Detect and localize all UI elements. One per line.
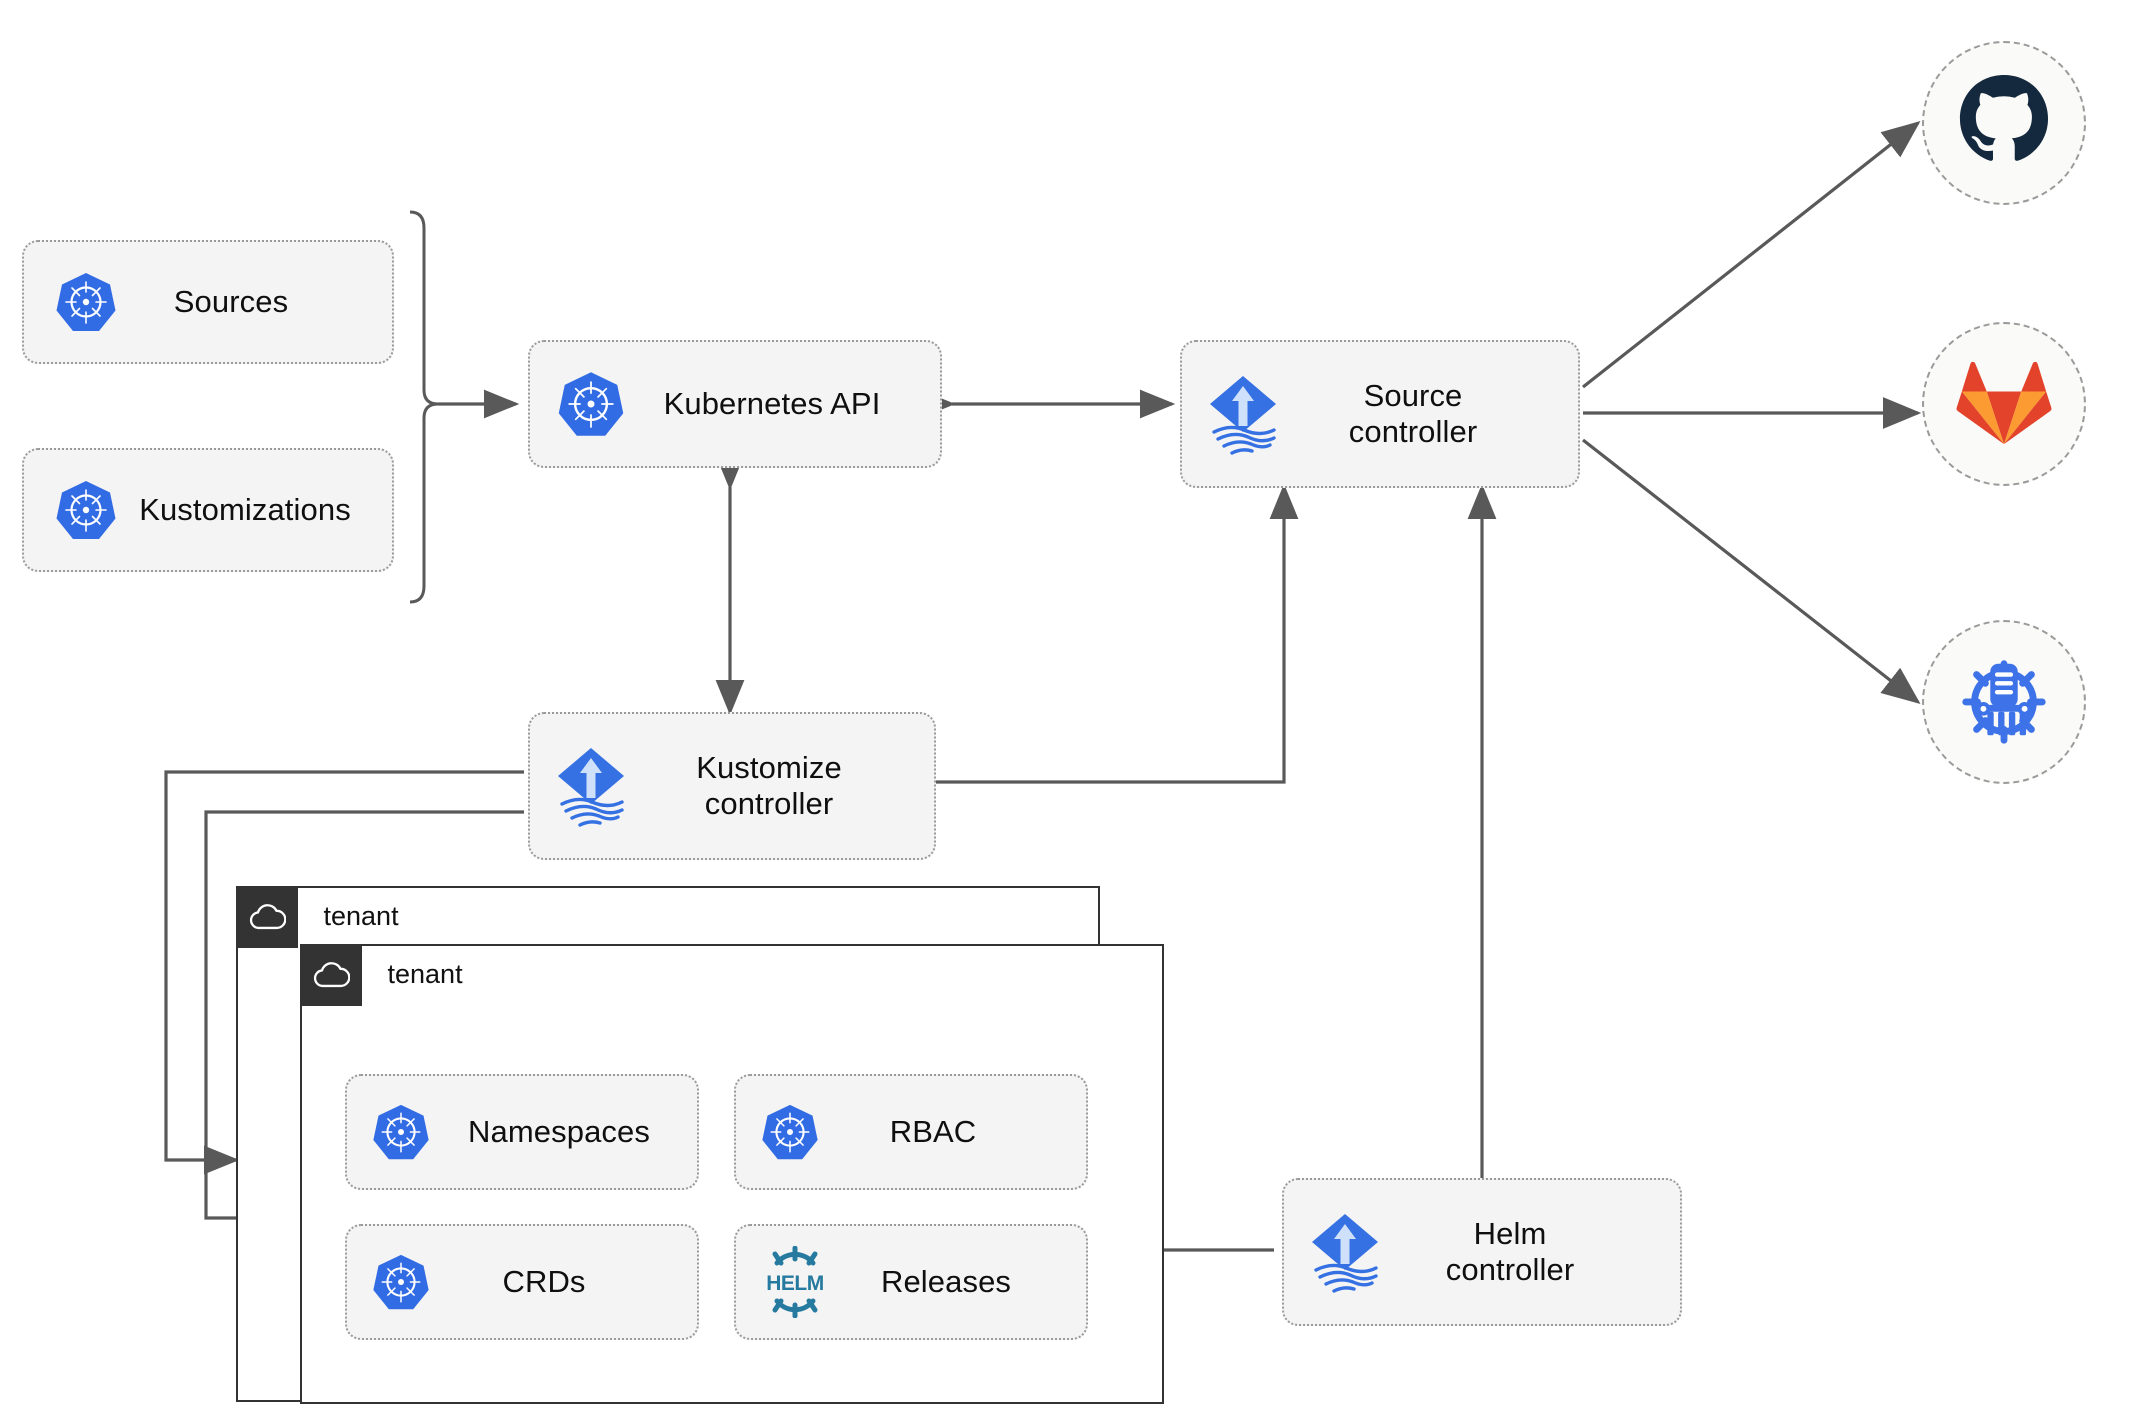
node-label: Helm controller <box>1445 1216 1575 1287</box>
cloud-icon <box>235 885 298 948</box>
flux-icon <box>552 742 630 830</box>
flux-icon <box>1306 1208 1384 1296</box>
tenant-header: tenant <box>235 885 1096 948</box>
node-sources[interactable]: Sources <box>22 240 394 364</box>
edge-kustomize-source <box>936 483 1299 784</box>
node-releases[interactable]: HELM Releases <box>734 1224 1088 1340</box>
node-label: Kustomize controller <box>696 750 842 821</box>
tenant-container-front[interactable]: tenant Namespaces <box>299 943 1164 1404</box>
node-rbac[interactable]: RBAC <box>734 1074 1088 1190</box>
provider-github[interactable] <box>1922 41 2086 205</box>
node-kubernetes-api[interactable]: Kubernetes API <box>528 340 942 468</box>
node-label: Releases <box>880 1264 1012 1300</box>
svg-text:HELM: HELM <box>766 1272 824 1295</box>
group-bracket <box>409 210 439 604</box>
node-kustomize-controller[interactable]: Kustomize controller <box>528 712 936 860</box>
node-source-controller[interactable]: Source controller <box>1180 340 1580 488</box>
gitlab-icon <box>1956 356 2052 453</box>
node-label: Sources <box>173 284 289 320</box>
kubernetes-icon <box>54 478 118 542</box>
kubernetes-icon <box>371 1252 431 1312</box>
node-helm-controller[interactable]: Helm controller <box>1282 1178 1682 1326</box>
node-label: RBAC <box>889 1114 977 1150</box>
kubernetes-icon <box>371 1102 431 1162</box>
node-namespaces[interactable]: Namespaces <box>345 1074 699 1190</box>
github-icon <box>1956 73 2052 174</box>
provider-helm-registry[interactable] <box>1922 620 2086 784</box>
tenant-header: tenant <box>299 943 1160 1006</box>
edge-source-helm <box>1582 438 1921 704</box>
node-label: CRDs <box>502 1264 586 1300</box>
helm-wordmark-icon: HELM <box>758 1246 832 1318</box>
cloud-icon <box>299 943 362 1006</box>
node-label: Kubernetes API <box>663 386 881 422</box>
node-label: Kustomizations <box>139 492 351 528</box>
tenant-label: tenant <box>387 959 463 989</box>
tenant-label: tenant <box>323 901 399 931</box>
kubernetes-icon <box>556 369 626 439</box>
edge-source-github <box>1582 121 1921 389</box>
node-kustomizations[interactable]: Kustomizations <box>22 448 394 572</box>
provider-gitlab[interactable] <box>1922 322 2086 486</box>
kubernetes-icon <box>54 270 118 334</box>
node-label: Source controller <box>1348 378 1478 449</box>
flux-icon <box>1204 370 1282 458</box>
node-label: Namespaces <box>468 1114 650 1150</box>
helm-icon <box>1955 651 2053 754</box>
kubernetes-icon <box>760 1102 820 1162</box>
node-crds[interactable]: CRDs <box>345 1224 699 1340</box>
